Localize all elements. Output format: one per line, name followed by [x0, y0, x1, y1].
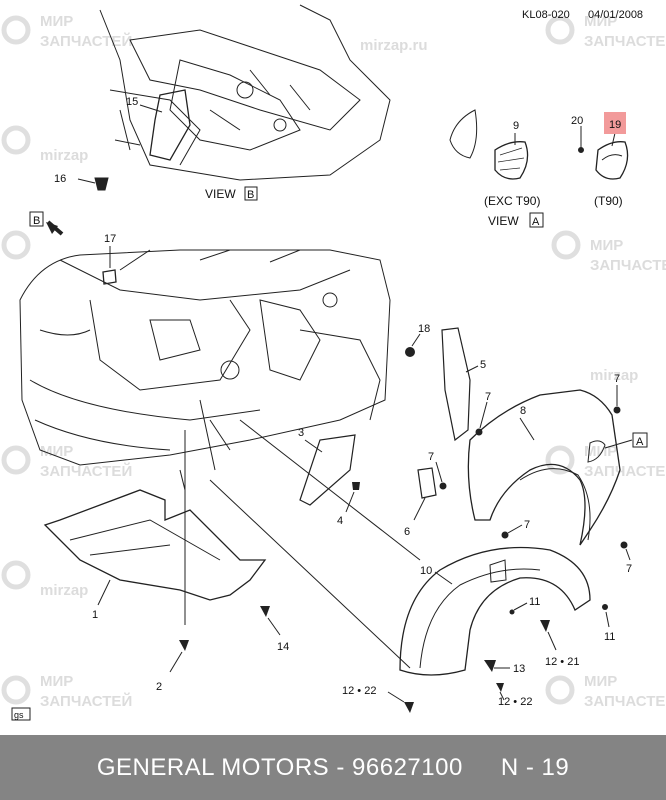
watermark-text: mirzap.ru	[360, 37, 428, 54]
diagram-date: 04/01/2008	[588, 9, 643, 21]
callout-11-a: 11	[529, 596, 540, 608]
callout-10: 10	[420, 565, 432, 577]
view-b-marker: B	[29, 211, 64, 236]
watermark-text: ЗАПЧАСТЕЙ	[584, 462, 666, 480]
callout-2: 2	[156, 681, 162, 693]
view-b-inset	[77, 4, 391, 191]
footer-bar: GENERAL MOTORS - 96627100 N - 19	[0, 735, 666, 800]
watermark-text: МИР	[40, 673, 73, 690]
watermark-text: МИР	[40, 13, 73, 30]
view-a-letter: A	[532, 216, 540, 228]
t90-label: (T90)	[594, 194, 623, 208]
callout-12-21: 12 • 21	[545, 656, 579, 668]
callout-3: 3	[298, 427, 304, 439]
callout-17: 17	[104, 233, 116, 245]
watermark-text: ЗАПЧАСТЕЙ	[584, 692, 666, 710]
view-a-label: VIEW	[488, 214, 519, 228]
watermark-text: МИР	[590, 237, 623, 254]
watermark-text: ЗАПЧАСТЕЙ	[590, 256, 666, 274]
watermark-text: МИР	[40, 443, 73, 460]
diagram-drawing: МИР ЗАПЧАСТЕЙ МИР ЗАПЧАСТЕЙ mirzap МИР З…	[1, 4, 666, 721]
callout-8: 8	[520, 405, 526, 417]
footer-part-number: 96627100	[352, 753, 463, 781]
watermark-text: mirzap	[40, 147, 88, 164]
view-a-inset	[449, 109, 629, 180]
callout-15: 15	[126, 96, 138, 108]
watermark-text: МИР	[584, 673, 617, 690]
callout-4: 4	[337, 515, 343, 527]
callout-7-c: 7	[428, 451, 434, 463]
corner-tag	[11, 707, 31, 721]
callout-11-b: 11	[604, 631, 615, 643]
watermark-text: ЗАПЧАСТЕЙ	[40, 462, 132, 480]
front-end-structure	[19, 249, 421, 669]
callout-16: 16	[54, 173, 66, 185]
callout-7-e: 7	[626, 563, 632, 575]
callout-7-b: 7	[485, 391, 491, 403]
callout-7-a: 7	[614, 373, 620, 385]
callout-13: 13	[513, 663, 525, 675]
diagram-code: KL08-020	[522, 9, 570, 21]
callout-5: 5	[480, 359, 486, 371]
callout-19-highlight	[604, 112, 626, 134]
view-a-marker	[632, 432, 648, 448]
callout-18: 18	[418, 323, 430, 335]
watermark-text: МИР	[584, 13, 617, 30]
watermark: МИР ЗАПЧАСТЕЙ МИР ЗАПЧАСТЕЙ mirzap МИР З…	[1, 13, 666, 710]
exc-t90-label: (EXC T90)	[484, 194, 540, 208]
view-b-letter: B	[247, 189, 254, 201]
footer-separator: -	[336, 753, 345, 781]
callout-1: 1	[92, 609, 98, 621]
view-b-label: VIEW	[205, 187, 236, 201]
callout-9: 9	[513, 120, 519, 132]
watermark-text: mirzap	[40, 582, 88, 599]
callout-14: 14	[277, 641, 289, 653]
callout-6: 6	[404, 526, 410, 538]
callout-12-22-a: 12 • 22	[342, 685, 376, 697]
watermark-text: ЗАПЧАСТЕЙ	[40, 32, 132, 50]
callout-12-22-b: 12 • 22	[498, 696, 532, 708]
watermark-text: A	[636, 436, 644, 448]
footer-page: N - 19	[500, 753, 570, 781]
watermark-text: mirzap	[590, 367, 638, 384]
watermark-text: gs	[14, 710, 24, 720]
callout-19: 19	[609, 119, 621, 131]
exploded-parts-diagram: МИР ЗАПЧАСТЕЙ МИР ЗАПЧАСТЕЙ mirzap МИР З…	[1, 4, 666, 721]
callout-7-d: 7	[524, 519, 530, 531]
watermark-text: B	[33, 215, 40, 227]
watermark-text: ЗАПЧАСТЕЙ	[40, 692, 132, 710]
callout-20: 20	[571, 115, 583, 127]
watermark-text: ЗАПЧАСТЕЙ	[584, 32, 666, 50]
footer-brand: GENERAL MOTORS	[96, 753, 330, 781]
